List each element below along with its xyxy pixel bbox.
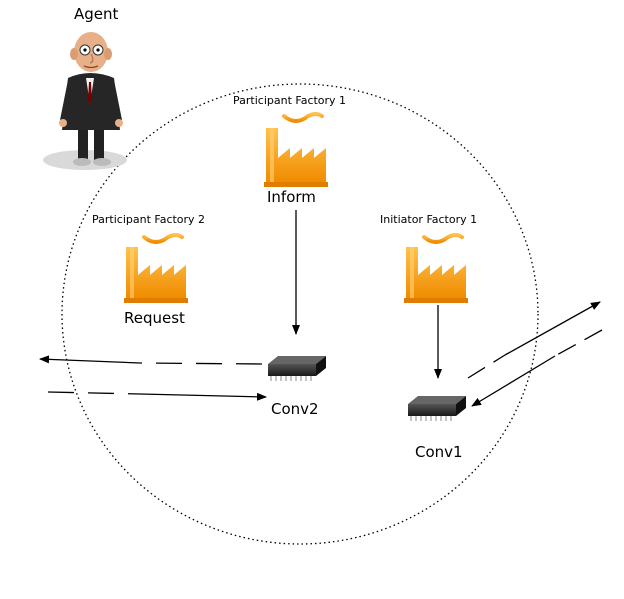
arrow-conv1-incoming	[471, 355, 556, 407]
factory-caption: Inform	[267, 188, 316, 206]
factory-title: Participant Factory 1	[233, 94, 347, 107]
chip-icon	[408, 396, 466, 421]
arrow-conv1-incoming-dashed	[554, 329, 603, 357]
agent-label: Agent	[74, 5, 119, 23]
factory-caption: Request	[124, 309, 185, 327]
arrow-conv2-outgoing	[39, 355, 141, 364]
arrow-conv2-incoming-dashed	[47, 391, 141, 395]
arrow-conv1-outgoing	[504, 301, 601, 356]
arrow-conv2-incoming	[139, 392, 267, 401]
conversation-label: Conv2	[271, 400, 319, 418]
arrow-conv1-outgoing-dashed	[467, 354, 506, 379]
factory-title: Participant Factory 2	[92, 213, 206, 226]
agent-boundary-circle	[61, 83, 539, 545]
conversation-label: Conv1	[415, 443, 463, 461]
chip-icon	[268, 356, 326, 381]
factory-icon	[124, 233, 188, 303]
agent-figure-icon	[43, 32, 127, 170]
factory-icon	[264, 112, 328, 187]
factory-icon	[404, 233, 468, 303]
arrow-conv2-outgoing-dashed	[139, 362, 263, 365]
factory-title: Initiator Factory 1	[380, 213, 478, 226]
